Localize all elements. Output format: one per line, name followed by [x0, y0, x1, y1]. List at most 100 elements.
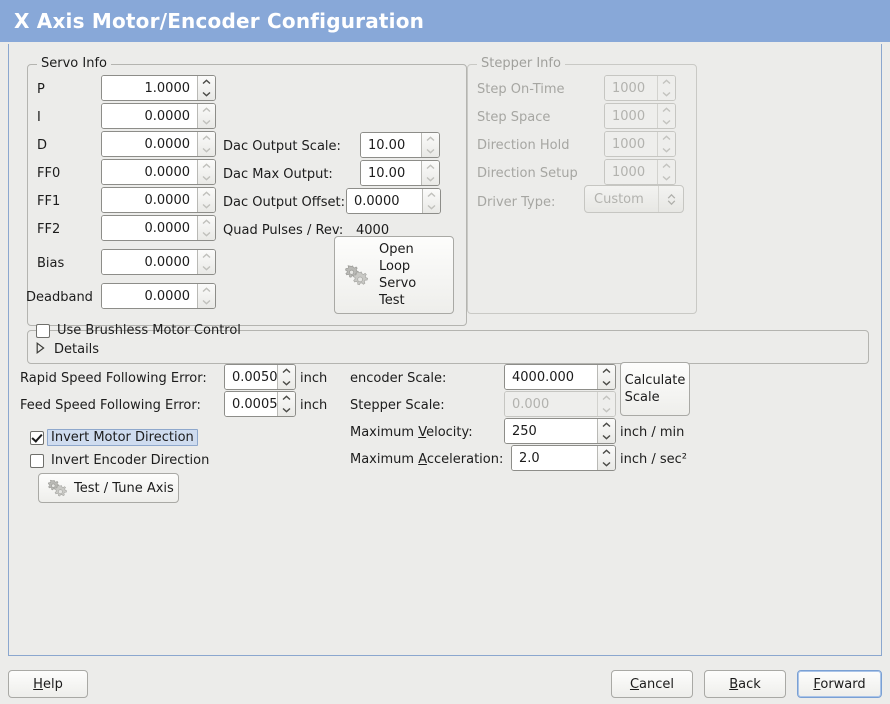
spin-down-icon[interactable]	[423, 201, 440, 213]
dac-max-output-value[interactable]: 10.00	[361, 161, 421, 185]
stepper-scale-value[interactable]: 0.000	[505, 392, 597, 416]
dac-output-scale-spin[interactable]: 10.00	[360, 132, 440, 158]
spin-up-icon[interactable]	[198, 216, 215, 228]
servo-spin-p-value[interactable]: 1.0000	[102, 76, 197, 100]
feed-speed-following-error-spin[interactable]: 0.0005	[224, 391, 296, 417]
servo-spin-ff1[interactable]: 0.0000	[101, 187, 216, 213]
spin-down-icon[interactable]	[198, 262, 215, 274]
dac-output-scale-value[interactable]: 10.00	[361, 133, 421, 157]
maximum-acceleration-stepper[interactable]	[597, 446, 615, 470]
spin-up-icon[interactable]	[598, 419, 615, 431]
forward-button[interactable]: Forward	[797, 670, 882, 698]
chevron-updown-icon[interactable]	[658, 186, 683, 212]
rapid-speed-stepper[interactable]	[277, 365, 295, 389]
dac-max-output-spin[interactable]: 10.00	[360, 160, 440, 186]
dac-output-offset-stepper[interactable]	[422, 189, 440, 213]
spin-up-icon[interactable]	[423, 189, 440, 201]
maximum-velocity-spin[interactable]: 250	[504, 418, 616, 444]
spin-down-icon[interactable]	[658, 88, 675, 100]
spin-down-icon[interactable]	[598, 377, 615, 389]
direction-hold-stepper[interactable]	[657, 132, 675, 156]
cancel-button[interactable]: Cancel	[611, 670, 693, 698]
spin-up-icon[interactable]	[198, 104, 215, 116]
back-button[interactable]: Back	[704, 670, 786, 698]
spin-down-icon[interactable]	[278, 377, 295, 389]
servo-spin-i-value[interactable]: 0.0000	[102, 104, 197, 128]
encoder-scale-stepper[interactable]	[597, 365, 615, 389]
spin-up-icon[interactable]	[658, 76, 675, 88]
step-on-time-stepper[interactable]	[657, 76, 675, 100]
help-button[interactable]: Help	[8, 670, 88, 698]
servo-spin-ff0-stepper[interactable]	[197, 160, 215, 184]
spin-down-icon[interactable]	[278, 404, 295, 416]
calculate-scale-button[interactable]: Calculate Scale	[620, 362, 690, 416]
servo-spin-ff0-value[interactable]: 0.0000	[102, 160, 197, 184]
test-tune-axis-button[interactable]: Test / Tune Axis	[38, 473, 179, 503]
stepper-scale-spin[interactable]: 0.000	[504, 391, 616, 417]
encoder-scale-value[interactable]: 4000.000	[505, 365, 597, 389]
direction-hold-spin[interactable]: 1000	[604, 131, 676, 157]
servo-spin-deadband[interactable]: 0.0000	[101, 283, 216, 309]
dac-output-offset-value[interactable]: 0.0000	[347, 189, 422, 213]
spin-up-icon[interactable]	[198, 250, 215, 262]
spin-down-icon[interactable]	[198, 296, 215, 308]
spin-down-icon[interactable]	[658, 116, 675, 128]
checkbox-box[interactable]	[30, 453, 44, 468]
step-space-value[interactable]: 1000	[605, 104, 657, 128]
triangle-right-icon[interactable]	[36, 342, 45, 358]
step-on-time-value[interactable]: 1000	[605, 76, 657, 100]
servo-spin-i-stepper[interactable]	[197, 104, 215, 128]
servo-spin-i[interactable]: 0.0000	[101, 103, 216, 129]
spin-down-icon[interactable]	[198, 228, 215, 240]
servo-spin-ff2-value[interactable]: 0.0000	[102, 216, 197, 240]
dac-output-scale-stepper[interactable]	[421, 133, 439, 157]
servo-spin-d[interactable]: 0.0000	[101, 131, 216, 157]
servo-spin-deadband-value[interactable]: 0.0000	[102, 284, 197, 308]
servo-spin-bias[interactable]: 0.0000	[101, 249, 216, 275]
spin-up-icon[interactable]	[278, 365, 295, 377]
feed-speed-stepper[interactable]	[277, 392, 295, 416]
servo-spin-bias-stepper[interactable]	[197, 250, 215, 274]
spin-down-icon[interactable]	[598, 404, 615, 416]
details-expander[interactable]: Details	[36, 342, 99, 358]
spin-up-icon[interactable]	[198, 284, 215, 296]
step-space-spin[interactable]: 1000	[604, 103, 676, 129]
checkbox-box[interactable]	[30, 430, 44, 445]
step-on-time-spin[interactable]: 1000	[604, 75, 676, 101]
servo-spin-ff0[interactable]: 0.0000	[101, 159, 216, 185]
spin-down-icon[interactable]	[658, 144, 675, 156]
spin-down-icon[interactable]	[658, 172, 675, 184]
step-space-stepper[interactable]	[657, 104, 675, 128]
servo-spin-ff1-value[interactable]: 0.0000	[102, 188, 197, 212]
spin-up-icon[interactable]	[658, 132, 675, 144]
spin-down-icon[interactable]	[198, 88, 215, 100]
maximum-acceleration-spin[interactable]: 2.0	[511, 445, 616, 471]
spin-up-icon[interactable]	[598, 392, 615, 404]
use-brushless-motor-control-checkbox[interactable]: Use Brushless Motor Control	[36, 323, 241, 338]
servo-spin-p[interactable]: 1.0000	[101, 75, 216, 101]
spin-up-icon[interactable]	[658, 104, 675, 116]
direction-setup-spin[interactable]: 1000	[604, 159, 676, 185]
rapid-speed-following-error-value[interactable]: 0.0050	[225, 365, 277, 389]
maximum-acceleration-value[interactable]: 2.0	[512, 446, 597, 470]
spin-up-icon[interactable]	[198, 160, 215, 172]
dac-output-offset-spin[interactable]: 0.0000	[346, 188, 441, 214]
spin-up-icon[interactable]	[198, 76, 215, 88]
encoder-scale-spin[interactable]: 4000.000	[504, 364, 616, 390]
stepper-scale-stepper[interactable]	[597, 392, 615, 416]
dac-max-output-stepper[interactable]	[421, 161, 439, 185]
servo-spin-d-value[interactable]: 0.0000	[102, 132, 197, 156]
direction-hold-value[interactable]: 1000	[605, 132, 657, 156]
spin-down-icon[interactable]	[598, 458, 615, 470]
spin-up-icon[interactable]	[422, 133, 439, 145]
spin-up-icon[interactable]	[658, 160, 675, 172]
invert-encoder-direction-checkbox[interactable]: Invert Encoder Direction	[30, 453, 209, 468]
spin-down-icon[interactable]	[422, 145, 439, 157]
servo-spin-ff2[interactable]: 0.0000	[101, 215, 216, 241]
spin-up-icon[interactable]	[598, 446, 615, 458]
spin-up-icon[interactable]	[598, 365, 615, 377]
open-loop-servo-test-button[interactable]: Open Loop Servo Test	[334, 236, 454, 314]
spin-down-icon[interactable]	[422, 173, 439, 185]
spin-down-icon[interactable]	[198, 200, 215, 212]
servo-spin-ff2-stepper[interactable]	[197, 216, 215, 240]
